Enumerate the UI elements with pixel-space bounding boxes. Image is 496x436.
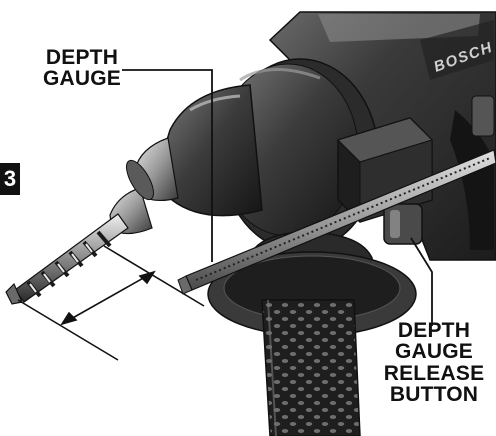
- release-label-line: RELEASE: [383, 361, 485, 385]
- depth-dimension-marker: [17, 245, 205, 361]
- release-label-line: BUTTON: [389, 383, 479, 407]
- depth-gauge-rod: [177, 149, 496, 295]
- depth-gauge-leader: [122, 69, 213, 262]
- auxiliary-handle: [207, 231, 417, 436]
- depth-gauge-label: DEPTH GAUGE: [28, 47, 136, 90]
- callout-leaders: [122, 69, 433, 326]
- dimension-arrow-head-right: [138, 270, 156, 285]
- release-button-leader: [410, 237, 433, 326]
- release-label-line: GAUGE: [394, 340, 473, 364]
- drill-bit: [5, 213, 129, 305]
- drill-chuck: [109, 84, 263, 235]
- depth-gauge-release-button-label: DEPTH GAUGE RELEASE BUTTON: [372, 320, 496, 406]
- depth-gauge-label-line: GAUGE: [42, 67, 121, 91]
- release-label-line: DEPTH: [397, 319, 471, 342]
- figure-number-badge: 3: [0, 163, 20, 195]
- dimension-arrow-head-left: [60, 311, 78, 326]
- release-button-shape: [383, 203, 423, 245]
- depth-gauge-label-line: DEPTH: [45, 46, 119, 69]
